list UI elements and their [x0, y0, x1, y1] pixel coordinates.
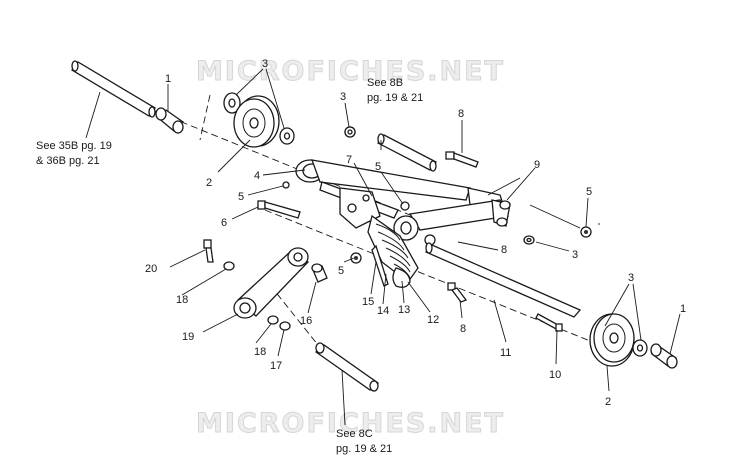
reference-top-line-1: See 8B	[367, 77, 403, 89]
watermark-top: MICROFICHES.NET	[196, 56, 505, 87]
leader-lines	[85, 68, 681, 426]
bolt-lower	[447, 282, 468, 303]
link-hardware	[203, 239, 328, 331]
callout-19: 19	[182, 331, 194, 343]
callout-4: 4	[254, 170, 260, 182]
reference-bottom-line-2: pg. 19 & 21	[336, 443, 392, 455]
reference-left-line-2: & 36B pg. 21	[36, 155, 100, 167]
callout-8-lower: 8	[460, 323, 466, 335]
washer-top	[344, 126, 356, 138]
callout-3-right-washer: 3	[572, 249, 578, 261]
callout-5-left: 5	[238, 191, 244, 203]
callout-14: 14	[377, 305, 389, 317]
callout-15: 15	[362, 296, 374, 308]
callout-7: 7	[346, 154, 352, 166]
callout-18-lower: 18	[254, 346, 266, 358]
callout-1-right: 1	[680, 303, 686, 315]
shock-absorber	[367, 214, 419, 288]
nuts-mid	[282, 181, 410, 264]
callout-20: 20	[145, 263, 157, 275]
callout-5-center: 5	[375, 161, 381, 173]
watermark-bottom: MICROFICHES.NET	[196, 408, 505, 439]
sleeve-left	[155, 107, 185, 134]
screw-right	[535, 313, 563, 332]
callout-6: 6	[221, 217, 227, 229]
callout-5-right: 5	[586, 186, 592, 198]
shaft-lower-right	[424, 242, 582, 318]
callout-13: 13	[398, 304, 410, 316]
shock-bracket	[339, 187, 381, 229]
idler-wheel-left	[223, 92, 295, 148]
reference-left-line-1: See 35B pg. 19	[36, 140, 112, 152]
assembly-axis-left-wheel	[199, 94, 211, 141]
callout-8-top: 8	[458, 108, 464, 120]
upper-cross-tube	[344, 126, 437, 172]
callout-16: 16	[300, 315, 312, 327]
callout-10: 10	[549, 369, 561, 381]
callout-12: 12	[427, 314, 439, 326]
idler-wheel-right	[589, 313, 648, 367]
callout-9: 9	[534, 159, 540, 171]
callout-3-right-wheel: 3	[628, 272, 634, 284]
rear-arm-frame	[295, 159, 511, 246]
reference-bottom-line-1: See 8C	[336, 428, 373, 440]
callout-17: 17	[270, 360, 282, 372]
bolt-6	[257, 200, 301, 219]
shaft-lower-left	[314, 342, 380, 392]
callout-3-top: 3	[340, 91, 346, 103]
shaft-left	[71, 60, 156, 118]
reference-top-line-2: pg. 19 & 21	[367, 92, 423, 104]
bolt-upper	[445, 151, 479, 168]
callout-8-middle: 8	[501, 244, 507, 256]
washers-right	[496, 217, 592, 245]
callout-5-lower: 5	[338, 265, 344, 277]
callout-2-left: 2	[206, 177, 212, 189]
callout-11: 11	[500, 347, 511, 359]
link-arm	[233, 247, 310, 319]
callout-1-left: 1	[165, 73, 171, 85]
callout-3-left-wheel: 3	[262, 58, 268, 70]
callout-2-right: 2	[605, 396, 611, 408]
callout-18-upper: 18	[176, 294, 188, 306]
sleeve-right	[650, 343, 678, 369]
